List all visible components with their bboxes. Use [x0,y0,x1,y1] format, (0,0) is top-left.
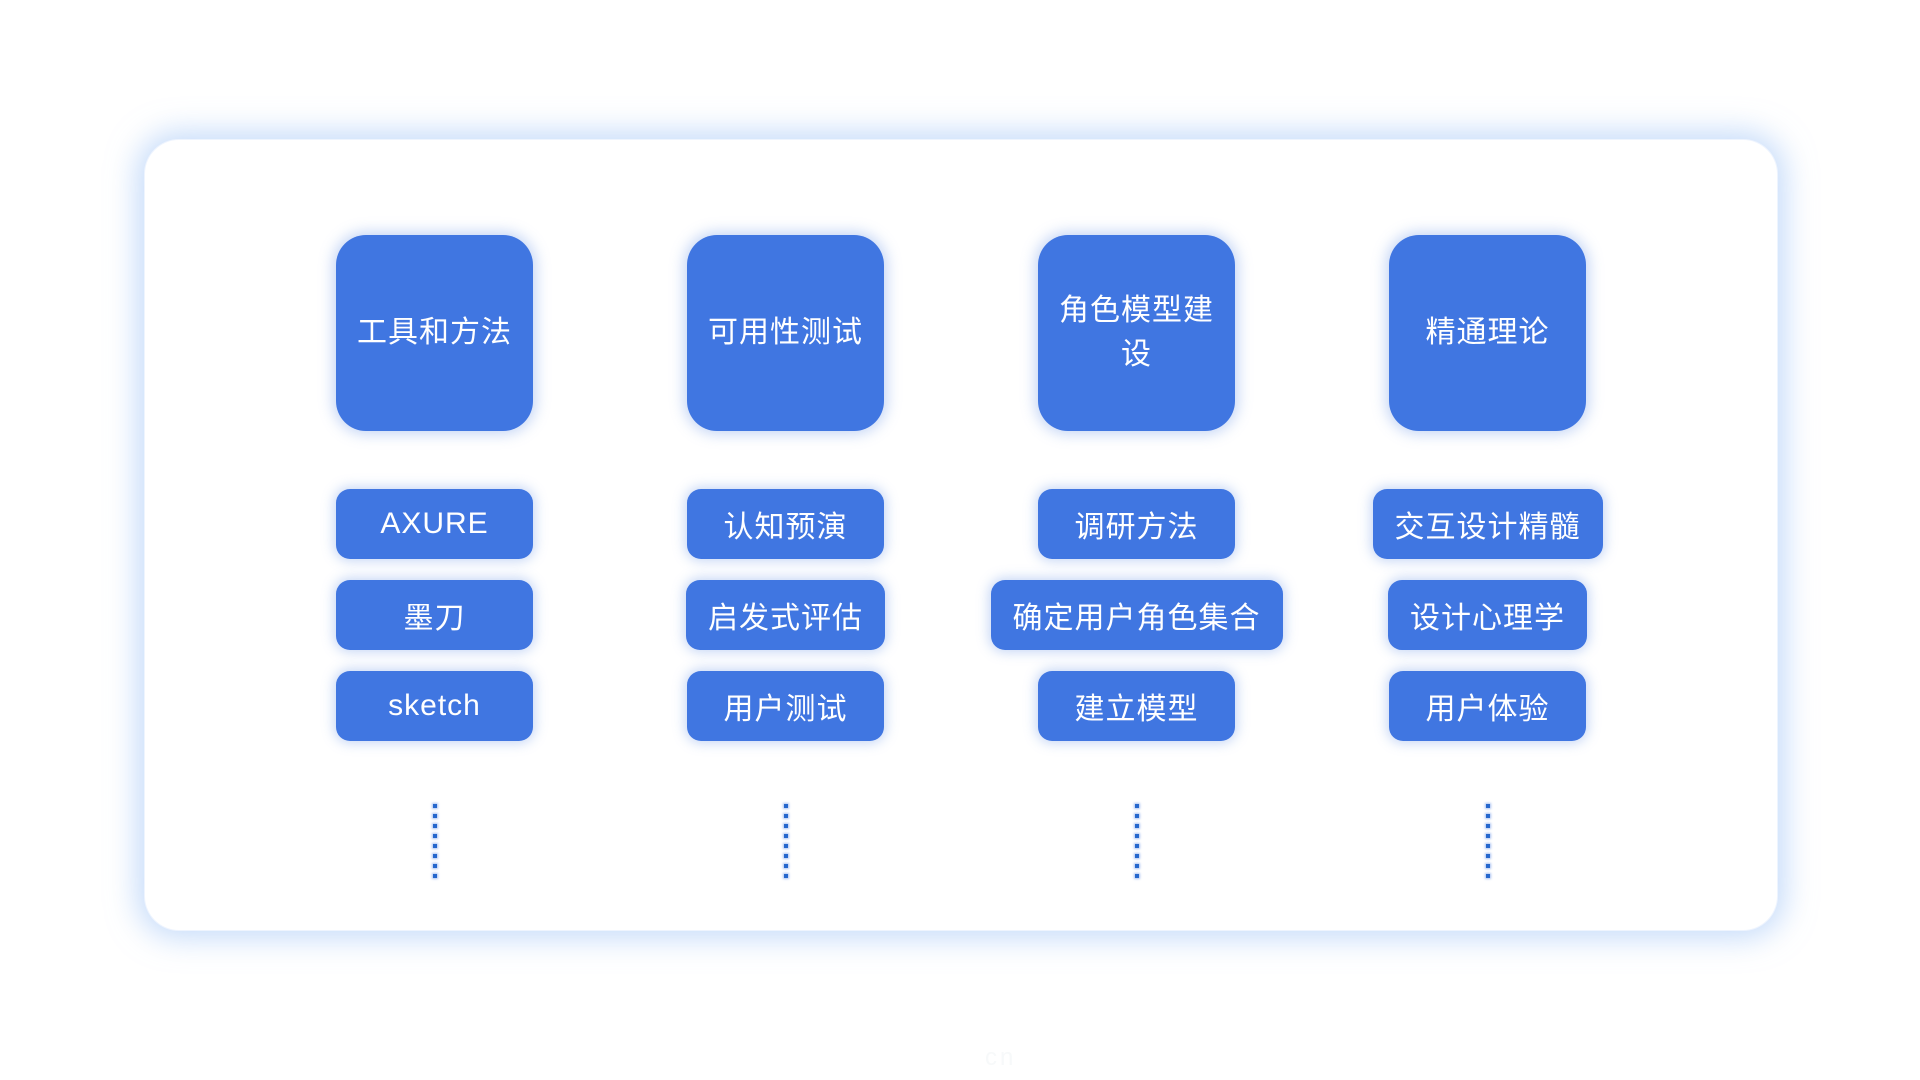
continuation-dots-icon [432,804,437,878]
diagram-node: 认知预演 [687,489,884,559]
column-header-node: 工具和方法 [336,235,533,431]
diagram-node: AXURE [336,489,533,559]
dot-icon [783,874,788,878]
dot-icon [783,804,788,808]
dot-icon [783,834,788,838]
diagram-column: 角色模型建设 调研方法确定用户角色集合建立模型 [961,235,1312,878]
diagram-column: 工具和方法 AXURE 墨刀 sketch [259,235,610,878]
column-header-node: 角色模型建设 [1038,235,1235,431]
dot-icon [783,844,788,848]
continuation-dots-icon [1134,804,1139,878]
column-header-node: 可用性测试 [687,235,884,431]
dot-icon [1134,804,1139,808]
diagram-node: 用户体验 [1389,671,1586,741]
dot-icon [783,824,788,828]
dot-icon [432,874,437,878]
dot-icon [1134,824,1139,828]
column-items: 调研方法确定用户角色集合建立模型 [990,489,1283,741]
continuation-dots-icon [1485,804,1490,878]
dot-icon [1134,854,1139,858]
diagram-node: 墨刀 [336,580,533,650]
column-items: AXURE 墨刀 sketch [336,489,533,741]
dot-icon [432,854,437,858]
dot-icon [432,814,437,818]
diagram-node: sketch [336,671,533,741]
diagram-node: 用户测试 [687,671,884,741]
continuation-dots-icon [783,804,788,878]
watermark: cn [985,1044,1017,1071]
dot-icon [1485,804,1490,808]
dot-icon [1485,874,1490,878]
dot-icon [432,844,437,848]
diagram-node: 设计心理学 [1388,580,1587,650]
column-header-node: 精通理论 [1389,235,1586,431]
dot-icon [1485,834,1490,838]
dot-icon [1134,864,1139,868]
column-items: 交互设计精髓设计心理学用户体验 [1372,489,1603,741]
diagram-column: 精通理论 交互设计精髓设计心理学用户体验 [1312,235,1663,878]
diagram-node: 交互设计精髓 [1372,489,1603,559]
dot-icon [1485,844,1490,848]
dot-icon [1134,844,1139,848]
dot-icon [783,854,788,858]
dot-icon [1134,874,1139,878]
dot-icon [1485,854,1490,858]
column-items: 认知预演启发式评估用户测试 [686,489,885,741]
dot-icon [1485,824,1490,828]
dot-icon [432,824,437,828]
diagram-column: 可用性测试 认知预演启发式评估用户测试 [610,235,961,878]
diagram-node: 调研方法 [1038,489,1235,559]
dot-icon [1485,864,1490,868]
diagram-node: 建立模型 [1038,671,1235,741]
dot-icon [432,864,437,868]
dot-icon [432,834,437,838]
dot-icon [783,864,788,868]
dot-icon [783,814,788,818]
dot-icon [1485,814,1490,818]
dot-icon [1134,834,1139,838]
diagram-node: 启发式评估 [686,580,885,650]
diagram-node: 确定用户角色集合 [990,580,1283,650]
dot-icon [1134,814,1139,818]
dot-icon [432,804,437,808]
